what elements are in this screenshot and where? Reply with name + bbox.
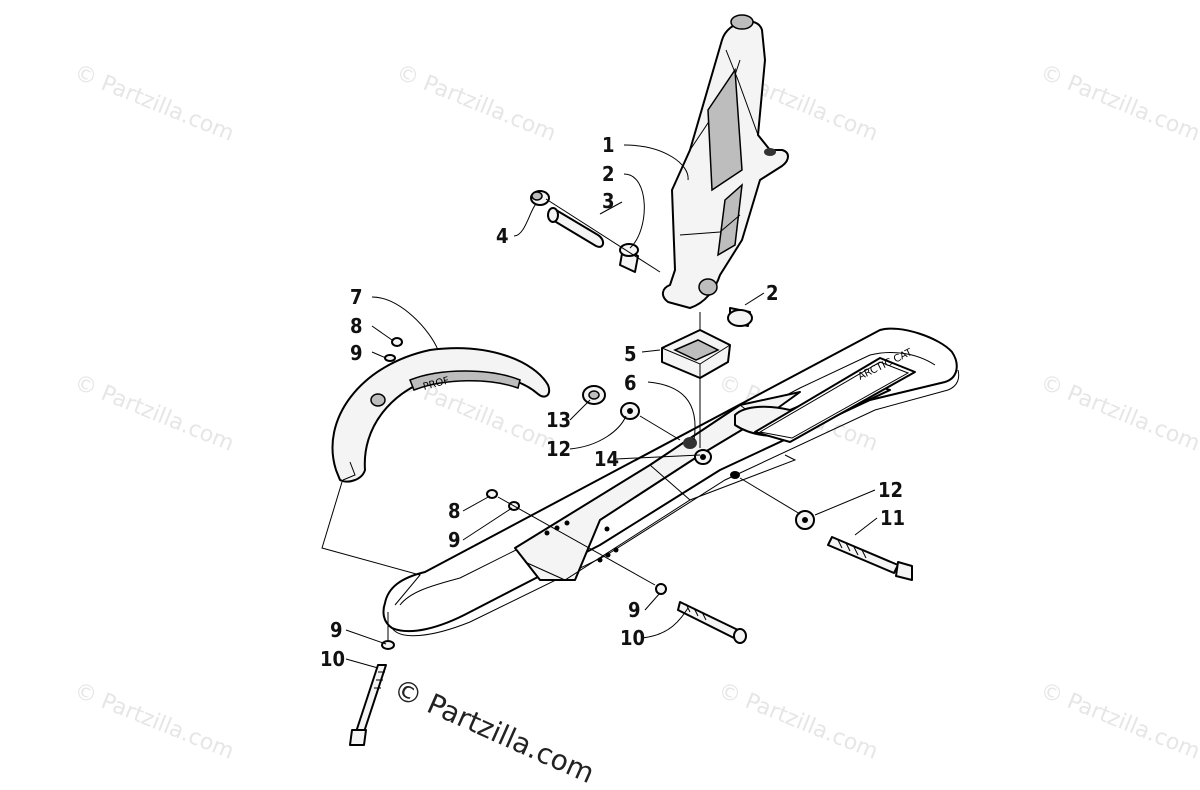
cap-4	[530, 190, 550, 206]
mounting-hole	[564, 520, 570, 526]
callout-9: 9	[350, 341, 363, 365]
nut-13	[582, 385, 606, 405]
bushing-2-right	[727, 307, 753, 327]
callout-10: 10	[620, 626, 645, 650]
block-5	[661, 329, 731, 379]
callout-11: 11	[880, 506, 905, 530]
washer-12-left	[620, 402, 640, 420]
washer-9	[381, 640, 395, 650]
callout-2: 2	[766, 281, 779, 305]
mounting-hole	[730, 471, 740, 479]
bolt-10-lower	[349, 664, 387, 746]
callout-9: 9	[448, 528, 461, 552]
callout-4: 4	[496, 224, 509, 248]
mounting-hole	[604, 526, 610, 532]
bolt-11	[827, 536, 913, 581]
exploded-view-drawing: ARCTIC CAT	[320, 14, 960, 746]
callout-12: 12	[546, 437, 571, 461]
callout-1: 1	[602, 133, 615, 157]
callout-12: 12	[878, 478, 903, 502]
callout-3: 3	[602, 189, 615, 213]
mounting-hole	[597, 557, 603, 563]
callout-9: 9	[628, 598, 641, 622]
mounting-hole	[613, 547, 619, 553]
nut-8	[391, 337, 403, 347]
callout-leaders	[345, 144, 878, 669]
parts-diagram: © Partzilla.com © Partzilla.com © Partzi…	[71, 14, 1200, 790]
mounting-hole	[683, 437, 697, 449]
washer-9	[655, 583, 667, 595]
spindle-top-cap	[730, 14, 754, 30]
washer-9	[384, 354, 396, 362]
callout-8: 8	[350, 314, 363, 338]
callout-5: 5	[624, 342, 637, 366]
ski: ARCTIC CAT	[382, 327, 960, 637]
callout-2: 2	[602, 162, 615, 186]
leader-lines	[321, 198, 801, 640]
bolt-10	[677, 601, 747, 644]
bushing-2-left	[619, 243, 639, 273]
washer-12-right	[795, 510, 815, 530]
callout-14: 14	[594, 447, 619, 471]
callout-8: 8	[448, 499, 461, 523]
callout-10: 10	[320, 647, 345, 671]
callout-9: 9	[330, 618, 343, 642]
handle-7: PROF	[331, 347, 551, 483]
callout-13: 13	[546, 408, 571, 432]
spindle	[662, 14, 789, 309]
mounting-hole	[544, 530, 550, 536]
callout-labels: 1 2 3 4 2 5 6 7 8 9 13 12 14 8 9 12 11 9…	[320, 133, 905, 671]
sleeve-3	[547, 207, 604, 248]
bolt-14	[694, 449, 712, 465]
callout-7: 7	[350, 285, 363, 309]
mounting-hole	[605, 552, 611, 558]
callout-6: 6	[624, 371, 637, 395]
